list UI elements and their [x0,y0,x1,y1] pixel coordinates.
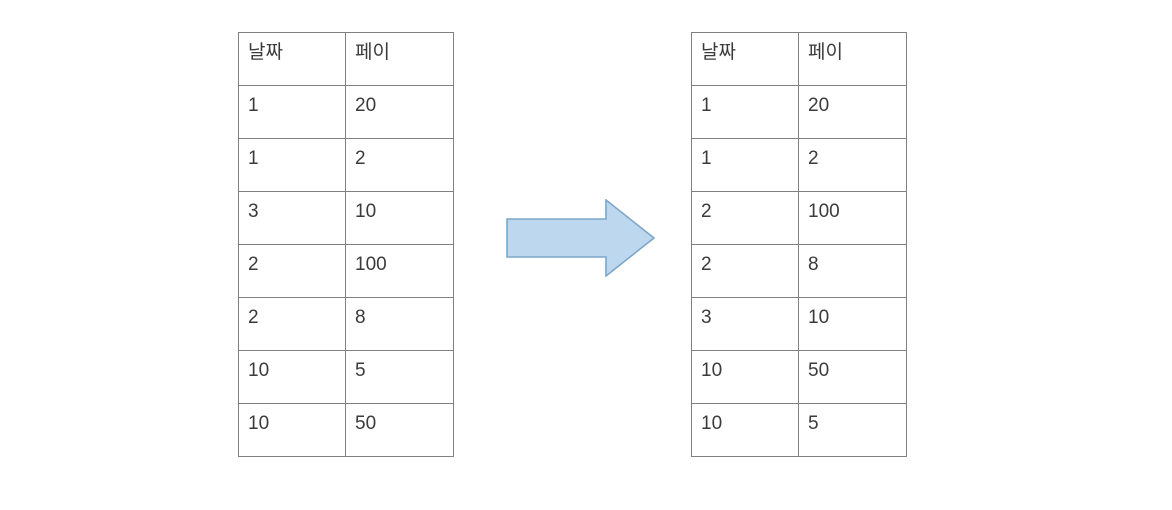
cell-date: 10 [238,350,346,404]
cell-pay: 50 [798,350,907,404]
sorted-table-body: 날짜 페이 1 20 1 2 2 100 2 8 3 10 [691,32,907,457]
cell-pay: 8 [345,297,454,351]
table-row: 1 20 [691,85,907,139]
table-header-row: 날짜 페이 [238,32,454,86]
cell-pay: 50 [345,403,454,457]
cell-date: 1 [238,138,346,192]
table-row: 3 10 [691,297,907,351]
column-header-date: 날짜 [238,32,346,86]
right-arrow-icon [506,199,655,277]
cell-pay: 100 [345,244,454,298]
table-row: 10 50 [691,350,907,404]
cell-pay: 5 [798,403,907,457]
table-row: 1 2 [691,138,907,192]
column-header-date: 날짜 [691,32,799,86]
table-row: 2 8 [691,244,907,298]
cell-date: 1 [691,138,799,192]
table-row: 3 10 [238,191,454,245]
table-row: 10 5 [238,350,454,404]
cell-pay: 20 [798,85,907,139]
table-row: 2 8 [238,297,454,351]
unsorted-table: 날짜 페이 1 20 1 2 3 10 2 100 2 8 [238,32,454,457]
cell-date: 2 [238,244,346,298]
cell-date: 3 [691,297,799,351]
cell-pay: 2 [798,138,907,192]
cell-date: 10 [238,403,346,457]
cell-pay: 100 [798,191,907,245]
table-row: 2 100 [238,244,454,298]
cell-pay: 10 [798,297,907,351]
arrow-shape [506,199,655,277]
cell-pay: 5 [345,350,454,404]
cell-pay: 8 [798,244,907,298]
cell-date: 2 [238,297,346,351]
cell-date: 2 [691,244,799,298]
cell-pay: 2 [345,138,454,192]
column-header-pay: 페이 [798,32,907,86]
cell-date: 1 [238,85,346,139]
cell-date: 1 [691,85,799,139]
cell-date: 2 [691,191,799,245]
table-row: 10 50 [238,403,454,457]
table-row: 1 20 [238,85,454,139]
cell-pay: 20 [345,85,454,139]
table-row: 2 100 [691,191,907,245]
cell-date: 3 [238,191,346,245]
column-header-pay: 페이 [345,32,454,86]
table-row: 10 5 [691,403,907,457]
cell-date: 10 [691,403,799,457]
table-header-row: 날짜 페이 [691,32,907,86]
unsorted-table-body: 날짜 페이 1 20 1 2 3 10 2 100 2 8 [238,32,454,457]
cell-pay: 10 [345,191,454,245]
transform-arrow [506,199,655,277]
sorted-table: 날짜 페이 1 20 1 2 2 100 2 8 3 10 [691,32,907,457]
table-row: 1 2 [238,138,454,192]
cell-date: 10 [691,350,799,404]
